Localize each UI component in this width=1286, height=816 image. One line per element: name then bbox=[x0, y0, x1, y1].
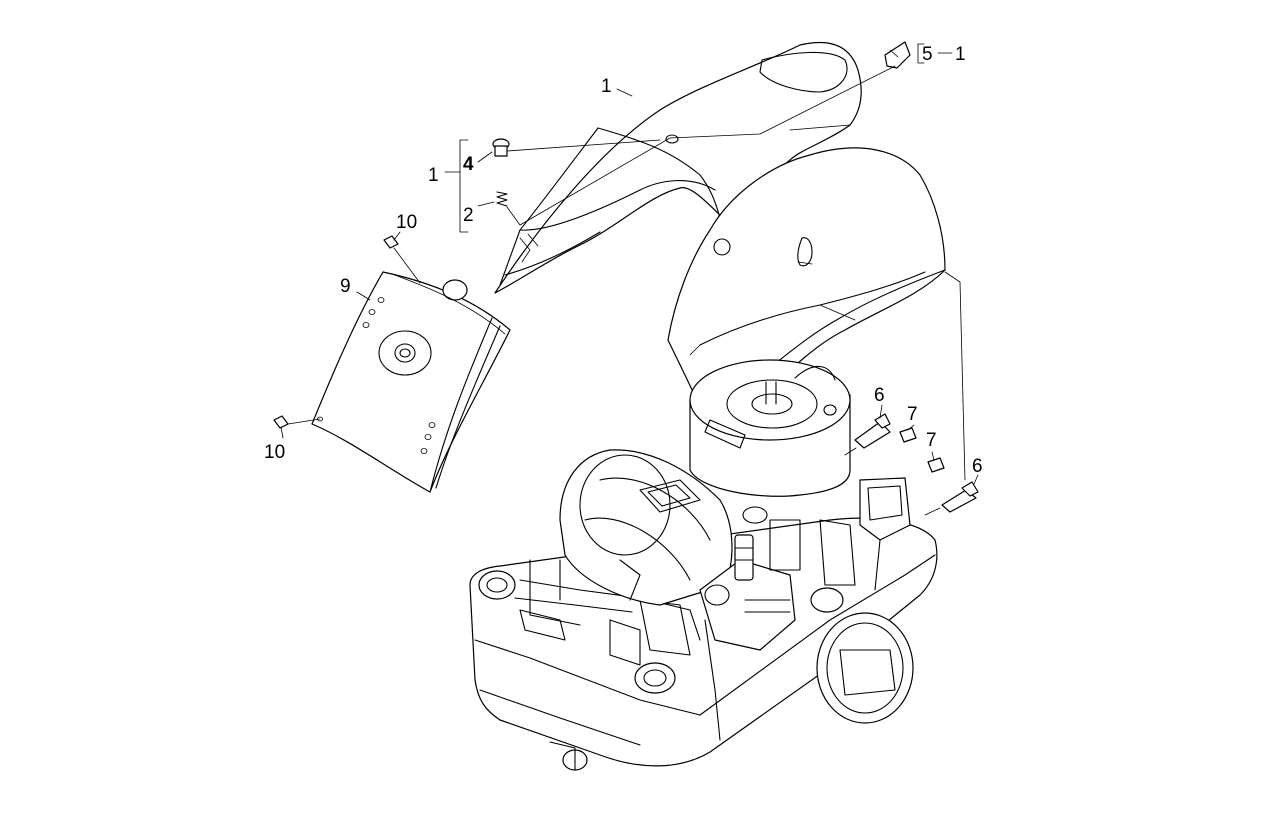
callout-7-upper: 7 bbox=[907, 404, 918, 425]
spring-part-2[interactable] bbox=[496, 191, 508, 207]
callout-10-lower: 10 bbox=[264, 442, 285, 463]
front-panel-part[interactable] bbox=[311, 271, 511, 493]
callout-5: 5 bbox=[922, 44, 933, 65]
callout-1-cover: 1 bbox=[601, 76, 612, 97]
callout-6-lower: 6 bbox=[972, 456, 983, 477]
pump-part[interactable] bbox=[699, 506, 801, 741]
connector-part-6-upper[interactable] bbox=[854, 413, 891, 449]
fitting-part-7-upper[interactable] bbox=[899, 427, 917, 443]
callout-1-right: 1 bbox=[955, 44, 966, 65]
screw-part-10-lower[interactable] bbox=[273, 415, 289, 429]
callout-6-upper: 6 bbox=[874, 385, 885, 406]
callout-7-lower: 7 bbox=[926, 430, 937, 451]
tank-housing-part[interactable] bbox=[819, 477, 911, 591]
boiler-part[interactable] bbox=[689, 359, 851, 497]
machine-base-part[interactable] bbox=[469, 517, 938, 767]
callout-4: 4 bbox=[463, 154, 474, 175]
connector-part-6-lower[interactable] bbox=[941, 481, 979, 513]
screw-part-10-upper[interactable] bbox=[383, 235, 399, 249]
clip-part-5[interactable] bbox=[884, 41, 911, 69]
leader-lines bbox=[280, 43, 979, 516]
rear-cover-part[interactable] bbox=[494, 41, 862, 294]
motor-part[interactable] bbox=[559, 449, 733, 606]
plug-part-4[interactable] bbox=[492, 138, 510, 157]
fitting-part-7-lower[interactable] bbox=[927, 457, 945, 473]
callout-labels: 1 5 1 1 4 2 10 9 10 6 7 7 6 bbox=[264, 44, 983, 477]
callout-10-upper: 10 bbox=[396, 212, 417, 233]
callout-1-kit: 1 bbox=[428, 165, 439, 186]
wheel-part[interactable] bbox=[549, 612, 914, 771]
callout-2: 2 bbox=[463, 205, 474, 226]
callout-9: 9 bbox=[340, 276, 351, 297]
